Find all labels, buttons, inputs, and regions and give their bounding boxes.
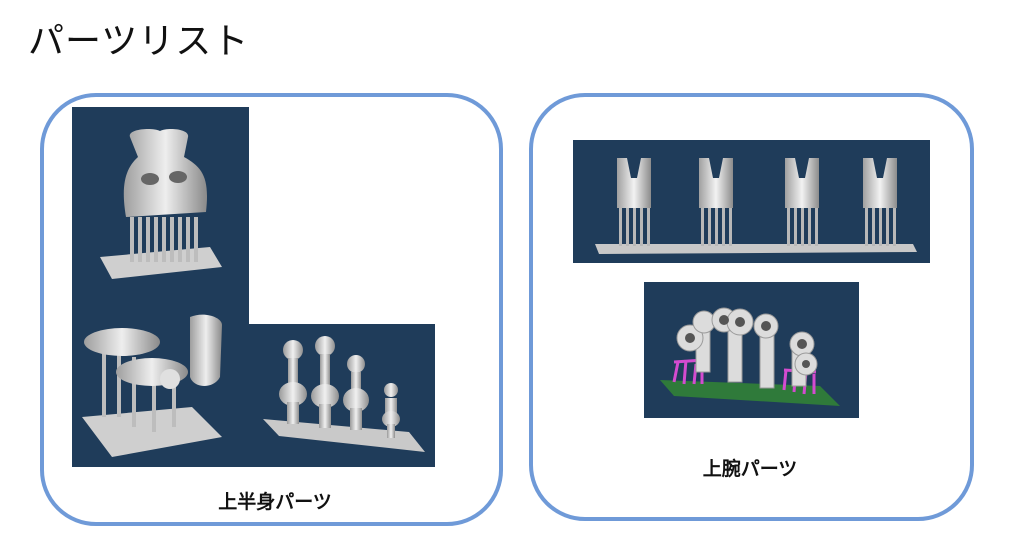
render-tile-upper-arm-top [573, 140, 930, 263]
upper-body-parts-caption: 上半身パーツ [218, 491, 332, 513]
torso-part-render [82, 129, 222, 457]
render-tile-upper-body-right [249, 324, 435, 467]
joint-parts-render [263, 336, 425, 452]
arm-joints-render [660, 307, 840, 406]
page-title: パーツリスト [28, 21, 250, 62]
render-tile-upper-arm-bottom [644, 282, 859, 418]
arm-sleeves-render [595, 158, 917, 254]
render-tile-upper-body-left [72, 107, 249, 467]
upper-arm-parts-caption: 上腕パーツ [702, 458, 798, 480]
